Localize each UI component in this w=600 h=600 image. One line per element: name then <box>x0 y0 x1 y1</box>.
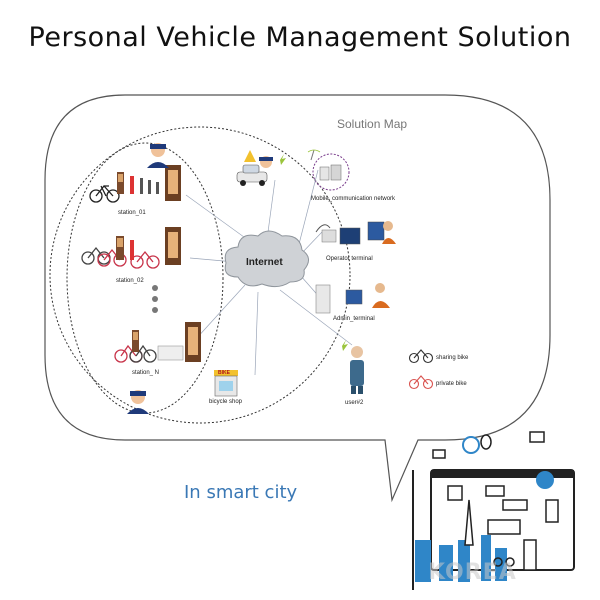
station-02-group <box>81 227 181 269</box>
bicycle-shop-group <box>214 370 238 397</box>
mobile-network-devices <box>307 149 342 181</box>
watermark: KOREA <box>428 560 517 585</box>
mobile-network-label: Mobile_communication network <box>311 196 396 202</box>
bike-sign-text: BIKE <box>218 370 230 376</box>
police-car-group <box>236 150 286 186</box>
solution-map-label: Solution Map <box>337 117 408 131</box>
legend-private-label: private bike <box>436 381 467 387</box>
user-figure <box>342 340 364 394</box>
legend-sharing-label: sharing bike <box>436 355 469 361</box>
user-label: user#2 <box>345 400 364 406</box>
security-officer-top <box>147 143 169 168</box>
station-01-group <box>89 165 181 203</box>
stations-inner-ellipse <box>66 142 224 414</box>
stations-outer-ellipse <box>49 126 351 424</box>
internet-cloud <box>224 230 309 288</box>
legend-sharing-icon <box>408 349 434 364</box>
more-stations-dots <box>152 285 158 313</box>
diagram-title: Personal Vehicle Management Solution <box>28 22 572 53</box>
operator-terminal-group <box>315 221 396 245</box>
operator-terminal-label: Operator terminal <box>326 256 373 262</box>
bicycle-shop-label: bicycle shop <box>209 399 243 405</box>
station-01-label: station_01 <box>118 210 146 216</box>
station-n-label: station_ N <box>132 370 160 376</box>
admin-terminal-label: Admin_terminal <box>333 316 375 322</box>
legend-private-icon <box>408 375 434 390</box>
station-02-label: station_02 <box>116 278 144 284</box>
mobile-network-circle <box>312 153 350 191</box>
station-n-group <box>114 322 201 363</box>
security-officer-bottom <box>127 390 149 414</box>
admin-terminal-group <box>315 283 390 314</box>
smart-city-caption: In smart city <box>184 482 298 503</box>
internet-label: Internet <box>246 257 283 268</box>
smart-city-illustration <box>412 431 575 590</box>
